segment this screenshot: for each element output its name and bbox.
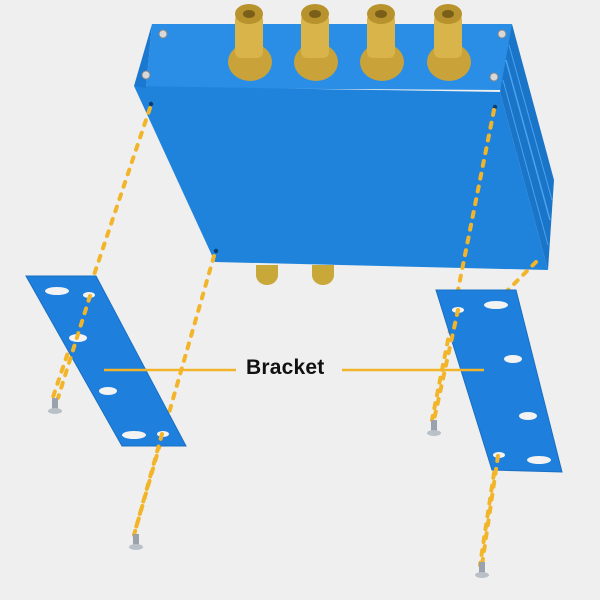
left-bracket — [25, 275, 187, 447]
enclosure — [134, 24, 554, 270]
right-bracket — [435, 289, 563, 473]
bracket-label: Bracket — [246, 356, 325, 379]
screws — [48, 398, 489, 578]
bnc-connectors — [228, 4, 471, 285]
